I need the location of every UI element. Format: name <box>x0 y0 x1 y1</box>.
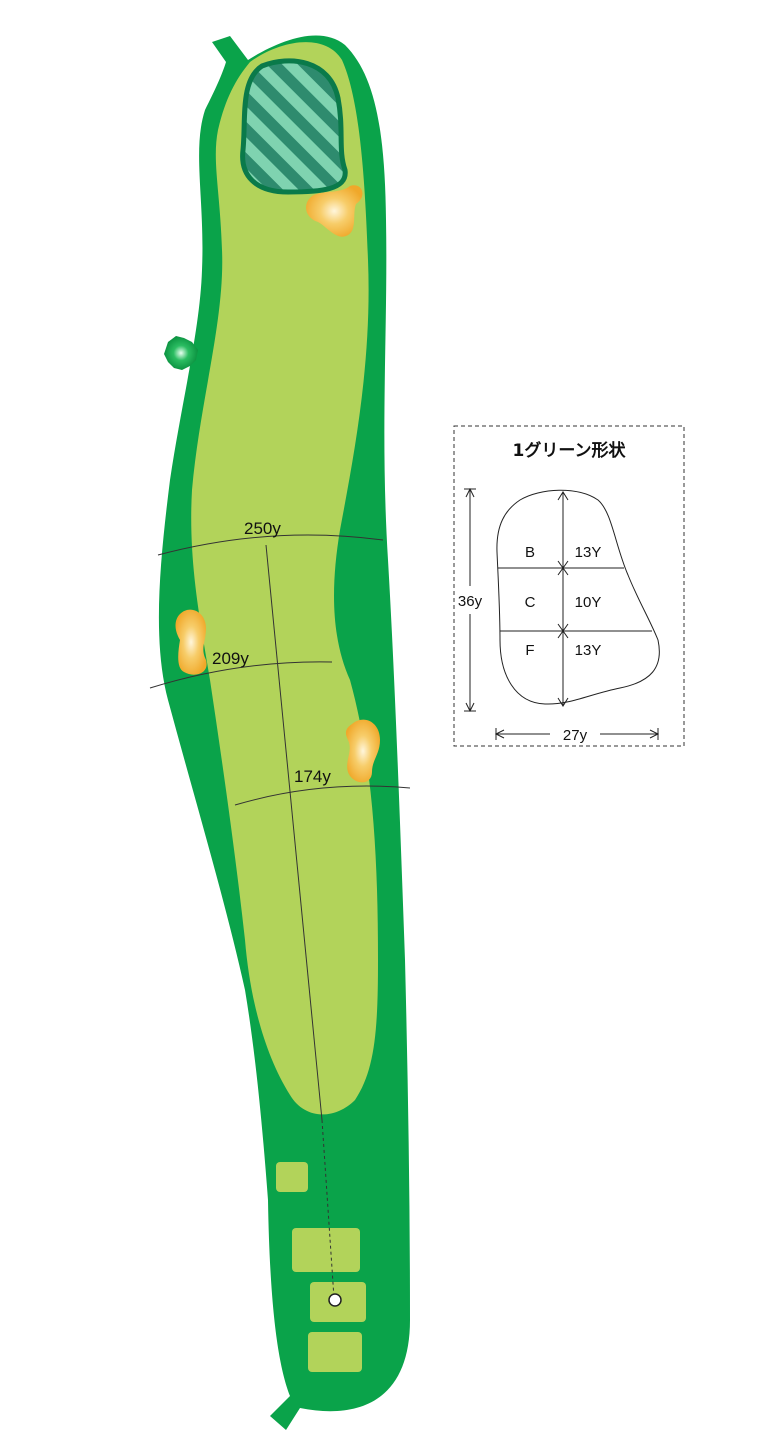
zone-letter-f: F <box>525 642 534 659</box>
arc-250 <box>157 534 384 556</box>
width-arrows <box>494 728 660 740</box>
total-depth-label: 36y <box>458 593 483 610</box>
center-line-solid <box>265 544 323 1121</box>
distance-label-174: 174y <box>294 767 331 786</box>
panel-border <box>453 425 685 747</box>
fairway-bunker-left <box>175 609 207 675</box>
panel-title: 1グリーン形状 <box>513 440 627 461</box>
zone-depth-c: 10Y <box>575 594 602 611</box>
fairway-area <box>191 42 378 1115</box>
tee-marker-icon <box>328 1293 342 1307</box>
fairway-bunker-right <box>345 719 380 783</box>
depth-arrows <box>557 491 569 707</box>
green-shape-panel: 1グリーン形状 B 13Y C 10Y F 13Y 36y 27y <box>453 425 685 747</box>
green-outline <box>496 489 660 705</box>
distance-label-209: 209y <box>212 649 249 668</box>
total-depth-arrows <box>464 487 476 713</box>
tee-box-forward[interactable] <box>308 1332 362 1372</box>
greenside-bunker <box>306 185 363 237</box>
tee-box-regular[interactable] <box>292 1228 360 1272</box>
width-label: 27y <box>563 727 588 744</box>
putting-green <box>240 58 348 195</box>
zone-depth-b: 13Y <box>575 544 602 561</box>
zone-letter-b: B <box>525 544 535 561</box>
distance-label-250: 250y <box>244 519 281 538</box>
tree-icon <box>164 336 198 370</box>
arc-174 <box>234 785 411 806</box>
tee-box-back[interactable] <box>276 1162 308 1192</box>
zone-depth-f: 13Y <box>575 642 602 659</box>
arc-209 <box>149 661 333 689</box>
zone-letter-c: C <box>525 594 536 611</box>
